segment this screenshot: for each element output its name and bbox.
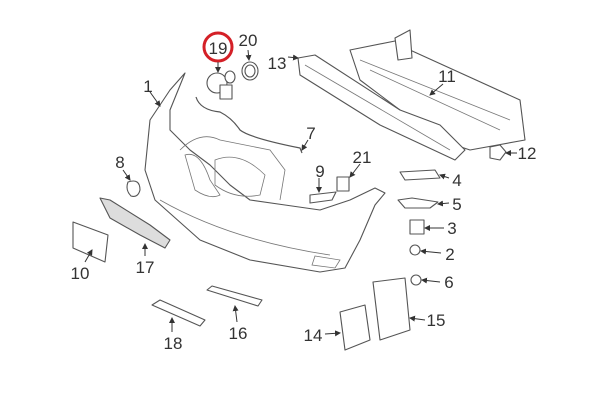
leader-arrows — [84, 49, 517, 337]
callout-15[interactable]: 15 — [427, 311, 446, 330]
part-12[interactable] — [489, 144, 507, 161]
callout-17[interactable]: 17 — [136, 258, 155, 277]
bumper-cover[interactable] — [144, 72, 386, 273]
callout-10[interactable]: 10 — [71, 264, 90, 283]
wiring-harness[interactable] — [195, 96, 303, 154]
sensor-holder-ring[interactable] — [241, 61, 259, 81]
part-3[interactable] — [409, 219, 425, 235]
callout-11[interactable]: 11 — [438, 67, 456, 86]
callout-19[interactable]: 19 — [209, 39, 228, 58]
callout-9[interactable]: 9 — [315, 162, 324, 181]
callout-5[interactable]: 5 — [452, 195, 461, 214]
callout-13[interactable]: 13 — [268, 54, 287, 73]
bracket[interactable] — [336, 176, 350, 192]
license-plate-bracket[interactable] — [72, 221, 109, 263]
callout-8[interactable]: 8 — [115, 153, 124, 172]
callout-14[interactable]: 14 — [304, 326, 323, 345]
trim-strip-18[interactable] — [151, 299, 206, 327]
part-2[interactable] — [409, 244, 421, 256]
callout-20[interactable]: 20 — [239, 31, 258, 50]
tow-hook-cover[interactable] — [126, 180, 141, 197]
washer-cover[interactable] — [309, 191, 337, 204]
park-distance-sensor[interactable] — [206, 70, 236, 100]
trim-strip-16[interactable] — [206, 285, 263, 307]
radar-bracket[interactable] — [372, 277, 411, 341]
callout-21[interactable]: 21 — [353, 148, 372, 167]
callout-3[interactable]: 3 — [447, 219, 456, 238]
energy-absorber[interactable] — [297, 54, 466, 161]
callout-1[interactable]: 1 — [143, 77, 152, 96]
reinforcement-bar[interactable] — [349, 29, 526, 151]
callout-18[interactable]: 18 — [164, 334, 183, 353]
part-6[interactable] — [410, 274, 422, 286]
callout-6[interactable]: 6 — [444, 273, 453, 292]
part-5[interactable] — [397, 197, 439, 209]
highlight-circle — [202, 31, 234, 63]
callout-4[interactable]: 4 — [452, 171, 461, 190]
callout-7[interactable]: 7 — [306, 124, 315, 143]
lower-grille[interactable] — [99, 197, 171, 249]
callout-2[interactable]: 2 — [445, 245, 454, 264]
radar-sensor[interactable] — [339, 304, 371, 351]
part-4[interactable] — [399, 169, 441, 181]
callout-16[interactable]: 16 — [229, 324, 248, 343]
callout-12[interactable]: 12 — [518, 144, 537, 163]
